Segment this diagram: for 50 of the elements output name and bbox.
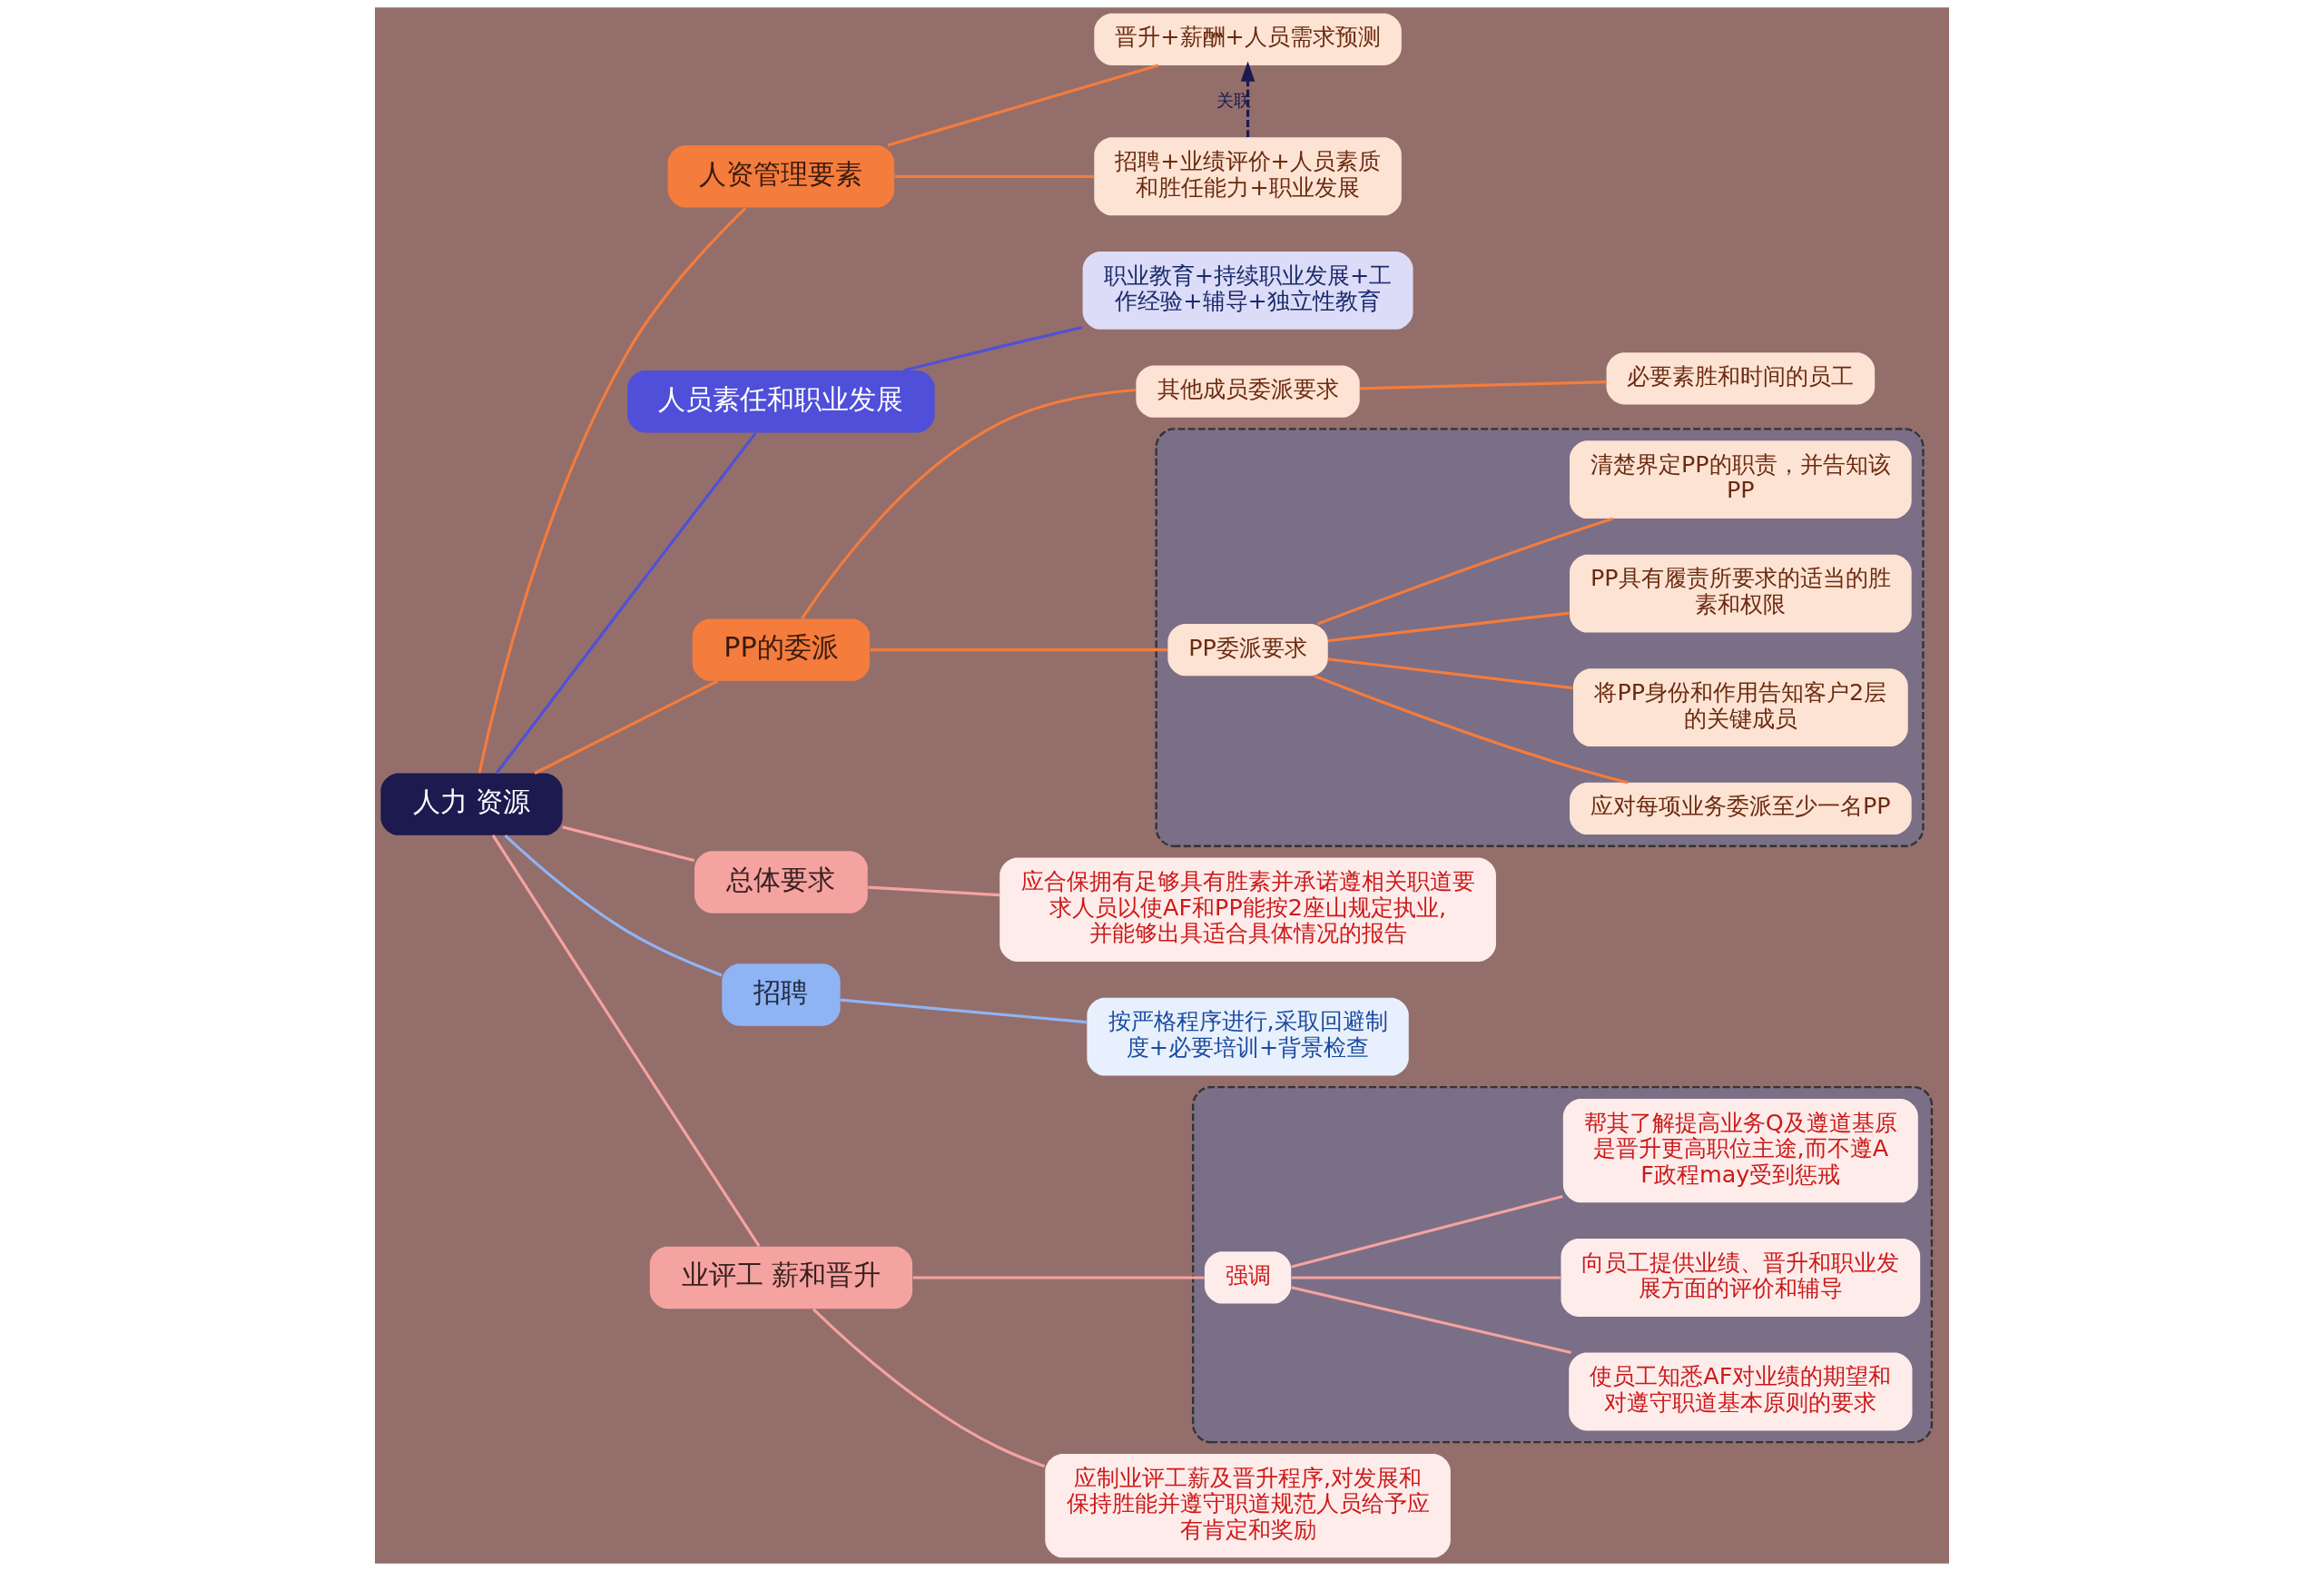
- connector: [1291, 1276, 1561, 1280]
- connector: [1291, 1194, 1563, 1269]
- connector: [478, 206, 747, 774]
- connector: [912, 1276, 1205, 1280]
- connector: [870, 648, 1167, 652]
- node-box: 应制业评工薪及晋升程序,对发展和保持胜能并遵守职道规范人员给予应有肯定和奖励: [1045, 1453, 1451, 1558]
- node-box: PP的委派: [692, 618, 871, 681]
- connector: [495, 432, 757, 775]
- node-box: 帮其了解提高业务Q及遵道基原是晋升更高职位主途,而不遵AF政程may受到惩戒: [1562, 1098, 1918, 1203]
- connector: [868, 885, 1000, 897]
- connector: [902, 325, 1083, 372]
- node-box: 晋升+薪酬+人员需求预测: [1094, 13, 1402, 65]
- connector: [491, 835, 761, 1248]
- connector: [894, 174, 1095, 178]
- node-box: 应合保拥有足够具有胜素并承诺遵相关职道要求人员以使AF和PP能按2座山规定执业,并能够出具适合具体情况的报告: [1000, 857, 1496, 962]
- connector: [1291, 1286, 1572, 1355]
- node-box: 人员素任和职业发展: [627, 371, 935, 433]
- connector: [1359, 380, 1607, 390]
- connector: [887, 64, 1159, 147]
- node-box: 人资管理要素: [667, 145, 895, 208]
- node-box: 业评工 薪和晋升: [649, 1246, 913, 1309]
- node-box: 向员工提供业绩、晋升和职业发展方面的评价和辅导: [1561, 1239, 1921, 1317]
- connector: [504, 834, 723, 977]
- node-box: 招聘: [722, 963, 841, 1026]
- connector: [812, 1308, 1046, 1468]
- node-box: 必要素胜和时间的员工: [1606, 352, 1876, 405]
- connector: [534, 679, 719, 775]
- connector: [1327, 657, 1573, 690]
- node-box: 使员工知悉AF对业绩的期望和对遵守职道基本原则的要求: [1569, 1352, 1913, 1431]
- node-box: 职业教育+持续职业发展+工作经验+辅导+独立性教育: [1082, 251, 1413, 330]
- connector: [840, 998, 1087, 1024]
- cluster: [1192, 1086, 1934, 1444]
- connector: [1327, 611, 1570, 643]
- cluster: [1155, 428, 1925, 847]
- arrow: [1240, 61, 1256, 137]
- connector: [562, 825, 695, 863]
- connector: [801, 388, 1136, 619]
- node-box: 按严格程序进行,采取回避制度+必要培训+背景检查: [1087, 997, 1409, 1076]
- node-box: PP委派要求: [1167, 624, 1328, 677]
- node-box: 其他成员委派要求: [1136, 365, 1360, 418]
- connector: [1314, 674, 1629, 785]
- node-box: 招聘+业绩评价+人员素质和胜任能力+职业发展: [1094, 137, 1402, 216]
- node-box: 人力 资源: [380, 773, 563, 835]
- node-box: 将PP身份和作用告知客户2层的关键成员: [1572, 668, 1908, 747]
- node-box: 总体要求: [694, 851, 868, 914]
- node-box: 应对每项业务委派至少一名PP: [1570, 782, 1912, 835]
- connector: [1316, 517, 1614, 626]
- node-box: 强调: [1204, 1251, 1292, 1304]
- node-box: 清楚界定PP的职责，并告知该PP: [1570, 440, 1912, 519]
- node-box: PP具有履责所要求的适当的胜素和权限: [1570, 554, 1912, 633]
